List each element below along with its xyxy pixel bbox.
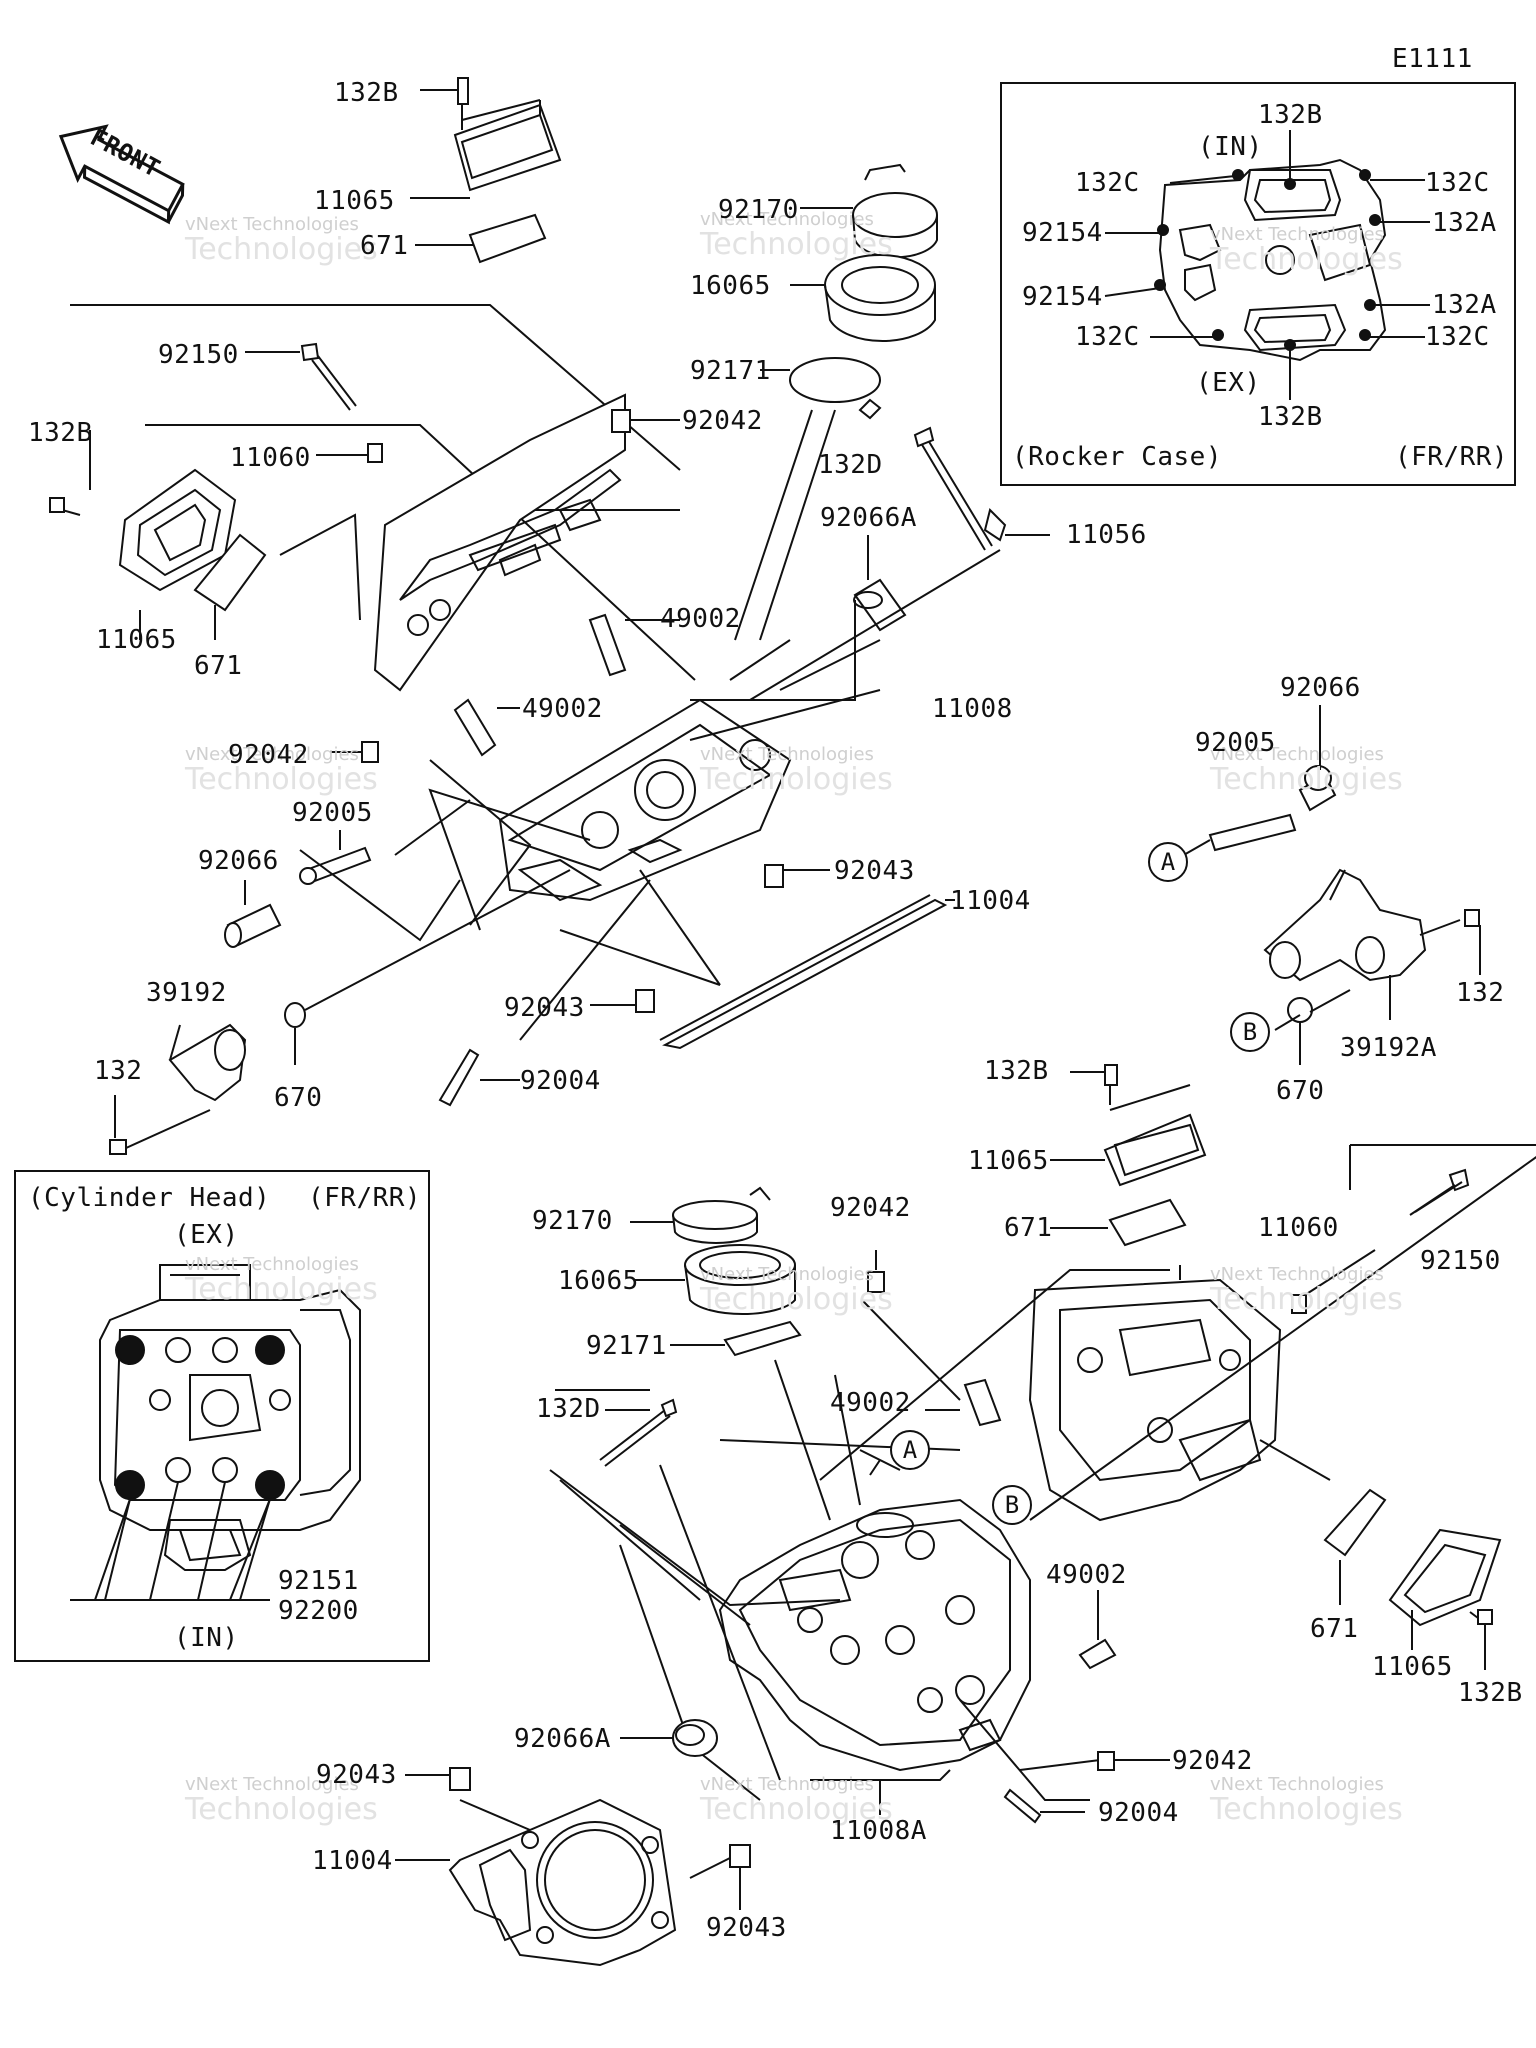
part-label: 11065 bbox=[1372, 1652, 1453, 1682]
part-label: 49002 bbox=[1046, 1560, 1127, 1590]
part-label: 92154 bbox=[1022, 282, 1103, 312]
callout-b: B bbox=[1230, 1012, 1270, 1052]
part-label: 671 bbox=[360, 231, 409, 261]
part-label: 11008 bbox=[932, 694, 1013, 724]
front-arrow-icon bbox=[58, 124, 185, 225]
part-label: 670 bbox=[1276, 1076, 1325, 1106]
cylinder-head-ex-label: (EX) bbox=[174, 1220, 239, 1250]
part-label: 132A bbox=[1432, 208, 1497, 238]
part-label: 92042 bbox=[228, 740, 309, 770]
part-label: 11004 bbox=[950, 886, 1031, 916]
part-label: 92043 bbox=[504, 993, 585, 1023]
part-label: 49002 bbox=[522, 694, 603, 724]
part-label: 132B bbox=[334, 78, 399, 108]
rocker-case-title: (Rocker Case) bbox=[1012, 442, 1222, 472]
part-label: 670 bbox=[274, 1083, 323, 1113]
part-label: 92004 bbox=[1098, 1798, 1179, 1828]
part-label: 92066 bbox=[1280, 673, 1361, 703]
part-label: 92004 bbox=[520, 1066, 601, 1096]
cylinder-head-title: (Cylinder Head) bbox=[28, 1183, 271, 1213]
part-label: 92043 bbox=[834, 856, 915, 886]
part-label: 11060 bbox=[230, 443, 311, 473]
callout-a: A bbox=[890, 1430, 930, 1470]
part-label: 11004 bbox=[312, 1846, 393, 1876]
part-label: 92066A bbox=[514, 1724, 611, 1754]
callout-a: A bbox=[1148, 842, 1188, 882]
part-label: 92150 bbox=[1420, 1246, 1501, 1276]
part-label: 92043 bbox=[316, 1760, 397, 1790]
part-label: 16065 bbox=[558, 1266, 639, 1296]
part-label: 132 bbox=[94, 1056, 143, 1086]
part-label: 671 bbox=[1310, 1614, 1359, 1644]
part-label: 11056 bbox=[1066, 520, 1147, 550]
part-label: 49002 bbox=[830, 1388, 911, 1418]
part-label: 11008A bbox=[830, 1816, 927, 1846]
part-label: 132C bbox=[1075, 168, 1140, 198]
part-label: 92042 bbox=[830, 1193, 911, 1223]
part-label: 11060 bbox=[1258, 1213, 1339, 1243]
part-label: 132D bbox=[536, 1394, 601, 1424]
part-label: 92066A bbox=[820, 503, 917, 533]
part-label: 132B bbox=[1458, 1678, 1523, 1708]
part-label: 92043 bbox=[706, 1913, 787, 1943]
rocker-in-label: (IN) bbox=[1198, 132, 1263, 162]
part-label: 11065 bbox=[314, 186, 395, 216]
rocker-case-inset-frame bbox=[1000, 82, 1516, 486]
part-label: 92170 bbox=[718, 195, 799, 225]
part-label: 49002 bbox=[660, 604, 741, 634]
part-label: 132A bbox=[1432, 290, 1497, 320]
cylinder-head-inset-frame bbox=[14, 1170, 430, 1662]
part-label: 11065 bbox=[968, 1146, 1049, 1176]
rocker-ex-label: (EX) bbox=[1196, 368, 1261, 398]
part-label: 132C bbox=[1425, 322, 1490, 352]
cylinder-head-variant: (FR/RR) bbox=[308, 1183, 422, 1213]
part-label: 92005 bbox=[1195, 728, 1276, 758]
part-label: 39192 bbox=[146, 978, 227, 1008]
part-label: 92066 bbox=[198, 846, 279, 876]
part-label: 92154 bbox=[1022, 218, 1103, 248]
part-label: 92005 bbox=[292, 798, 373, 828]
part-label: 671 bbox=[1004, 1213, 1053, 1243]
part-label: 671 bbox=[194, 651, 243, 681]
part-label: 132B bbox=[1258, 100, 1323, 130]
part-label: 92042 bbox=[1172, 1746, 1253, 1776]
part-label: 16065 bbox=[690, 271, 771, 301]
part-label: 132D bbox=[818, 450, 883, 480]
part-label: 132C bbox=[1075, 322, 1140, 352]
part-label: 132B bbox=[1258, 402, 1323, 432]
diagram-code: E1111 bbox=[1392, 44, 1473, 74]
cylinder-head-in-label: (IN) bbox=[174, 1623, 239, 1653]
rocker-case-variant: (FR/RR) bbox=[1395, 442, 1509, 472]
part-label: 39192A bbox=[1340, 1033, 1437, 1063]
callout-b: B bbox=[992, 1485, 1032, 1525]
part-label: 132 bbox=[1456, 978, 1505, 1008]
part-label: 132B bbox=[28, 418, 93, 448]
part-label: 11065 bbox=[96, 625, 177, 655]
part-label: 92151 bbox=[278, 1566, 359, 1596]
part-label: 92171 bbox=[586, 1331, 667, 1361]
part-label: 92171 bbox=[690, 356, 771, 386]
part-label: 92042 bbox=[682, 406, 763, 436]
part-label: 92170 bbox=[532, 1206, 613, 1236]
part-label: 132B bbox=[984, 1056, 1049, 1086]
part-label: 92150 bbox=[158, 340, 239, 370]
part-label: 92200 bbox=[278, 1596, 359, 1626]
part-label: 132C bbox=[1425, 168, 1490, 198]
